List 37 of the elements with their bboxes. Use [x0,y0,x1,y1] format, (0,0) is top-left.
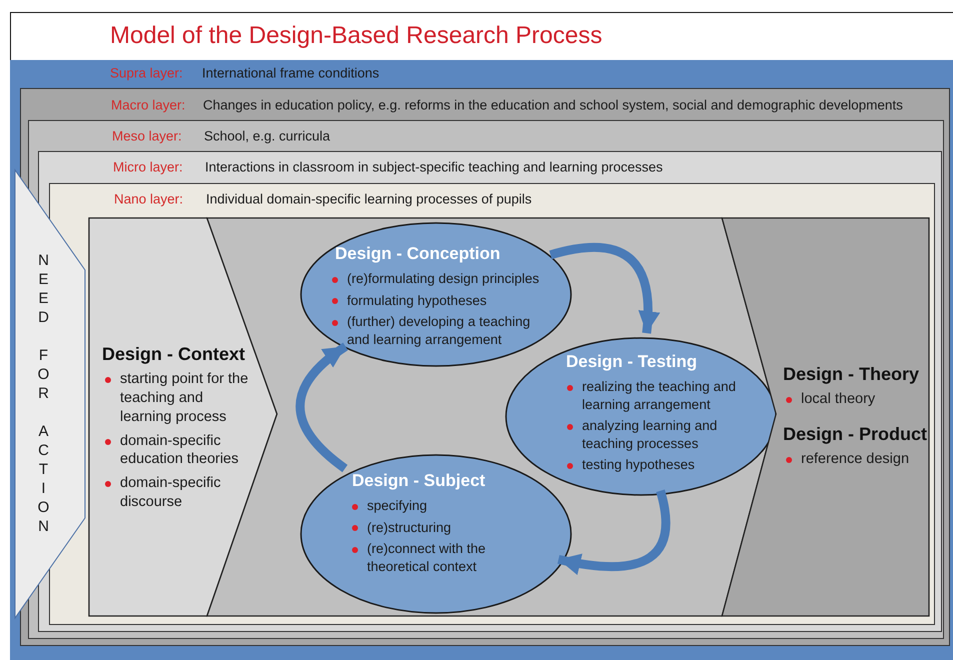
bullet-item: formulating hypotheses [329,292,551,310]
layer-description: Individual domain-specific learning processes of pupils [206,192,532,206]
phase-ellipse [505,337,777,496]
bullet-item: testing hypotheses [564,456,764,474]
phase-ellipse [300,454,572,614]
section-heading: Design - Product [783,424,928,445]
bullet-item: domain-specific education theories [102,432,252,470]
curved-arrow [549,242,660,334]
section-heading: Design - Theory [783,364,920,385]
layer-name: Supra layer: [110,66,183,80]
bullet-item: local theory [783,390,928,409]
phase-heading: Design - Conception [335,244,502,264]
vertical-label: NEED FOR ACTION [36,252,51,539]
section-heading: Design - Context [102,344,246,365]
curved-arrow [558,490,670,575]
bullet-item: domain-specific discourse [102,474,252,512]
bullet-item: (further) developing a teaching and learning arrangement [329,313,551,348]
bullet-item: (re)connect with the theoretical context [349,540,529,576]
need-arrow [15,170,85,618]
layer-description: Interactions in classroom in subject-specific teaching and learning processes [205,160,663,174]
bullet-item: (re)structuring [349,518,529,536]
bullet-item: starting point for the teaching and learning process [102,370,252,427]
bullet-item: reference design [783,450,928,469]
layer-description: School, e.g. curricula [204,128,330,144]
layer-name: Nano layer: [114,192,184,206]
layer-name: Meso layer: [112,128,182,144]
layer-description: International frame conditions [202,66,380,80]
phase-heading: Design - Testing [566,352,698,372]
chevron-panel [89,218,277,616]
layer-description: Changes in education policy, e.g. reforms in the education and school system, social and demographic developments [203,98,903,112]
layer-name: Macro layer: [111,98,186,112]
diagram-title: Model of the Design-Based Research Process [110,22,602,50]
bullet-item: (re)formulating design principles [329,270,551,288]
phase-heading: Design - Subject [352,471,486,491]
bullet-item: specifying [349,497,529,515]
curved-arrow [296,342,348,472]
layer-name: Micro layer: [113,160,183,174]
